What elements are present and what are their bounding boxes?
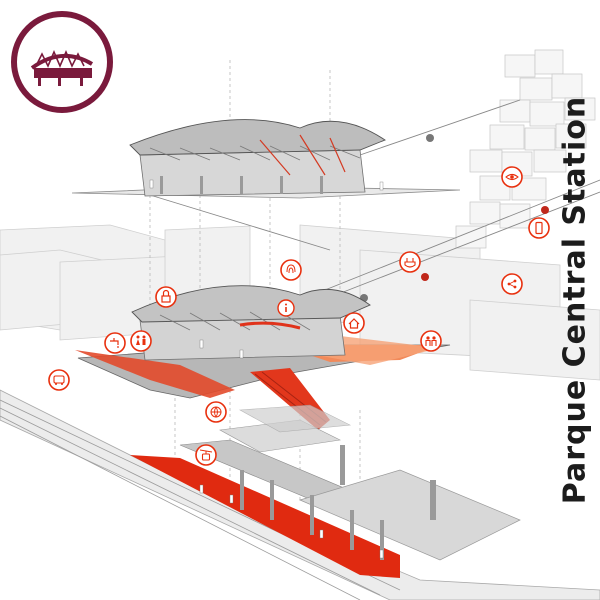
- padlock-icon: [155, 286, 177, 308]
- lower-rail-platform: [0, 389, 600, 600]
- globe-icon: [205, 401, 227, 423]
- upper-station-roof-level: [71, 119, 461, 199]
- people-figures: [149, 179, 384, 559]
- cable-car-line: [149, 99, 600, 306]
- fingerprint-icon: [280, 259, 302, 281]
- phone-icon: [528, 217, 550, 239]
- station-roof-logo: [11, 11, 113, 113]
- network-icon: [501, 273, 523, 295]
- cable-car-icon: [195, 444, 217, 466]
- hillside-houses: [455, 49, 596, 249]
- middle-station-level: [75, 285, 451, 430]
- bus-icon: [48, 369, 70, 391]
- info-icon: [277, 299, 295, 317]
- water-tap-icon: [104, 332, 126, 354]
- restroom-icon: [130, 330, 152, 352]
- home-icon: [343, 312, 365, 334]
- plug-icon: [399, 251, 421, 273]
- eye-icon: [501, 166, 523, 188]
- people-icon: [420, 330, 442, 352]
- page-title: Parque Central Station: [557, 95, 593, 505]
